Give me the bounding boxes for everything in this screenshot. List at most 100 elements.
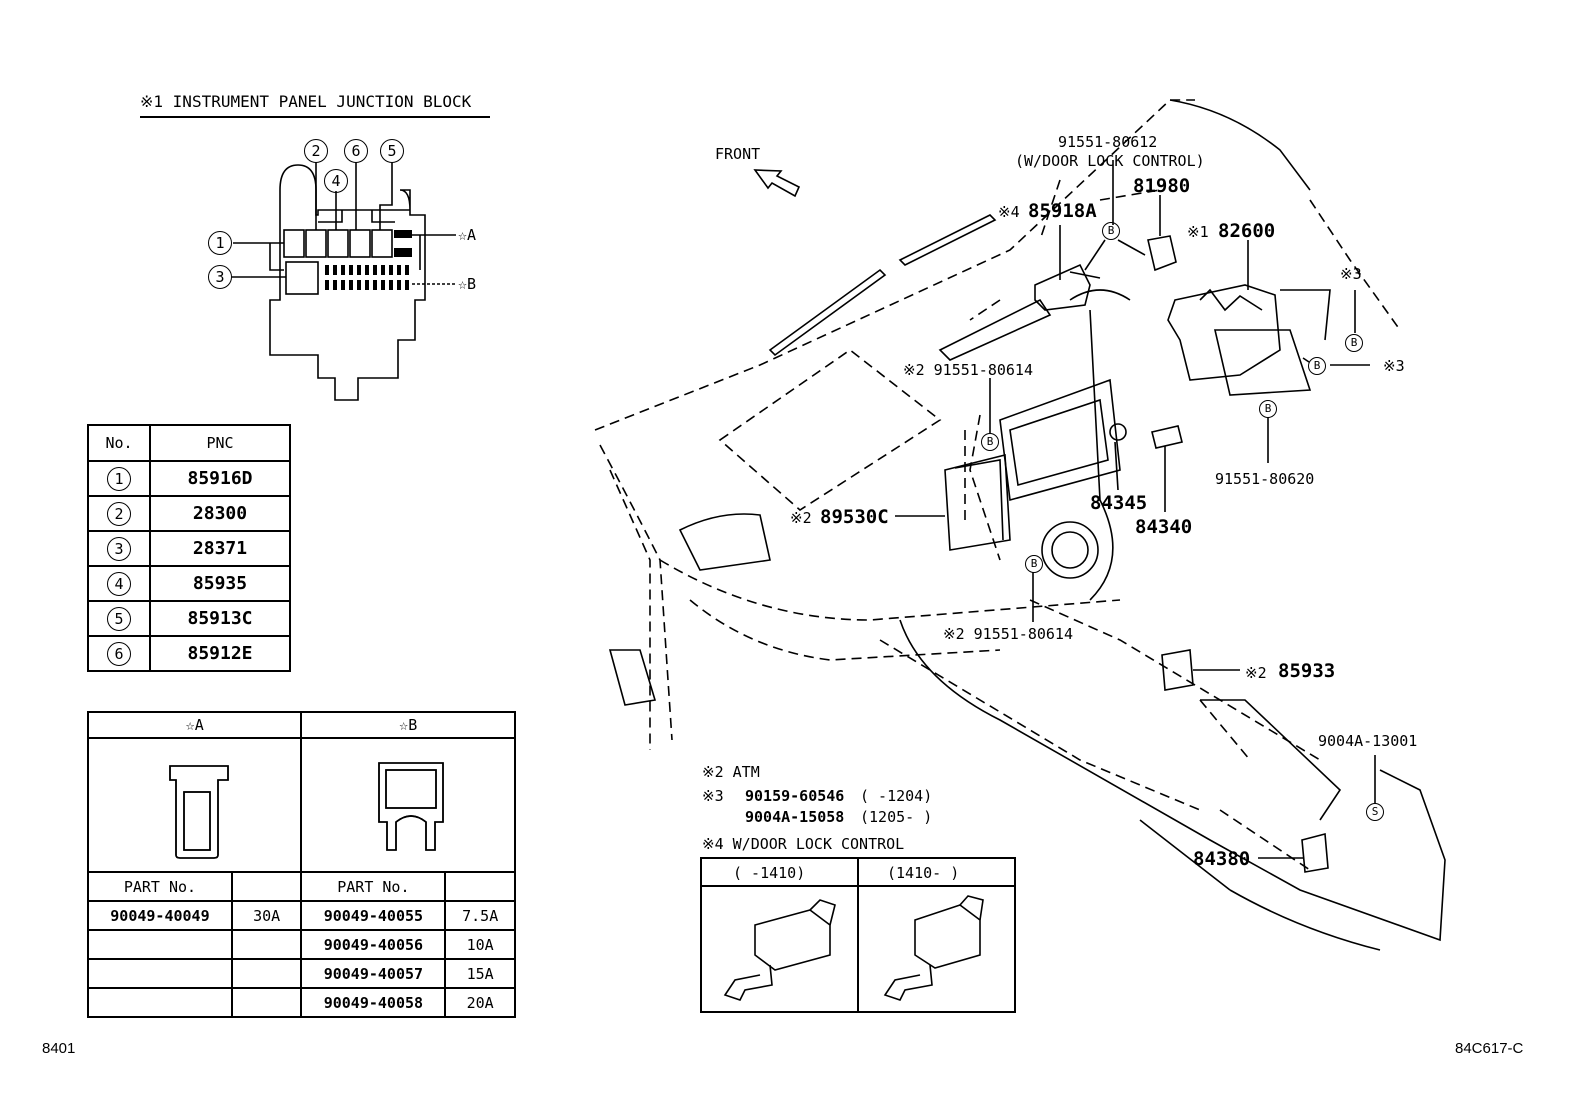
pnc-value: 28371 (149, 530, 291, 567)
fuse-b-part: 90049-40056 (300, 929, 447, 960)
label-9004a-13001: 9004A-13001 (1318, 732, 1418, 750)
label-91551-80612: 91551-80612 (1058, 133, 1158, 151)
note-3b-range: (1205- ) (860, 808, 933, 826)
table-row: 2 28300 (87, 495, 291, 532)
b-circle: B (1308, 357, 1326, 375)
front-label: FRONT (715, 145, 761, 163)
callout-6: 6 (344, 139, 368, 163)
row-number: 1 (107, 466, 131, 491)
fuse-header-a: ☆A (86, 711, 303, 739)
label-91551-80614-top: ※2 91551-80614 (903, 361, 1033, 379)
s-circle: S (1366, 803, 1384, 821)
callout-2: 2 (304, 139, 328, 163)
label-w-door-lock: (W/DOOR LOCK CONTROL) (1015, 152, 1205, 170)
part-84340-shape (1151, 425, 1183, 449)
label-85918a: 85918A (1028, 200, 1097, 222)
pnc-value: 28300 (149, 495, 291, 532)
table-row: 6 85912E (87, 635, 291, 672)
footer-right: 84C617-C (1455, 1040, 1524, 1057)
fuse-b-amp: 7.5A (444, 900, 516, 931)
b-circle: B (1102, 222, 1120, 240)
fuse-b-part: 90049-40055 (300, 900, 447, 931)
fuse-a-amp (230, 929, 303, 960)
label-89530c: 89530C (820, 506, 889, 528)
callout-1: 1 (208, 231, 232, 255)
fuse-b-amp: 20A (444, 987, 516, 1018)
mark-82600: ※1 (1187, 223, 1209, 241)
fuse-a-amp (230, 958, 303, 989)
label-82600: 82600 (1218, 220, 1276, 242)
amp-header-a (230, 871, 303, 902)
fuse-header-b: ☆B (300, 711, 516, 739)
mark-89530c: ※2 (790, 509, 812, 527)
fuse-b-amp: 10A (444, 929, 516, 960)
junction-block-outline (269, 164, 426, 401)
table-row: 4 85935 (87, 565, 291, 602)
star-b-label: ☆B (458, 275, 477, 293)
note-2: ※2 ATM (702, 763, 760, 781)
label-84340: 84340 (1135, 516, 1193, 538)
pnc-value: 85916D (149, 460, 291, 497)
part-89530c-shape (944, 453, 1011, 551)
fuse-a-amp (230, 987, 303, 1018)
note-3a-part: 90159-60546 (745, 787, 845, 805)
fuse-a-part (87, 929, 233, 960)
mark-85933: ※2 (1245, 664, 1267, 682)
note-4: ※4 W/DOOR LOCK CONTROL (702, 835, 905, 853)
note-4-col2: (1410- ) (887, 864, 960, 882)
label-81980: 81980 (1133, 175, 1191, 197)
table-row: 1 85916D (87, 460, 291, 497)
fuse-a-amp: 30A (230, 900, 303, 931)
b-circle: B (1345, 334, 1363, 352)
part-81980-shape (1147, 235, 1177, 272)
mark-3-right: ※3 (1383, 357, 1405, 375)
callout-4: 4 (324, 169, 348, 193)
callout-3: 3 (208, 265, 232, 289)
note-4-col1: ( -1410) (733, 864, 806, 882)
pnc-value: 85935 (149, 565, 291, 602)
b-circle: B (1259, 400, 1277, 418)
fuse-a-part: 90049-40049 (87, 900, 233, 931)
part-85918a-shape (1034, 263, 1091, 311)
part-no-label-b: PART No. (300, 871, 447, 902)
b-circle: B (981, 433, 999, 451)
star-a-label: ☆A (458, 226, 477, 244)
table-row: 3 28371 (87, 530, 291, 567)
row-number: 3 (107, 536, 131, 561)
part-no-label-a: PART No. (87, 871, 233, 902)
pnc-value: 85912E (149, 635, 291, 672)
footer-left: 8401 (42, 1040, 76, 1057)
amp-header-b (444, 871, 516, 902)
note-3-mark: ※3 (702, 787, 724, 805)
mark-3-top: ※3 (1340, 265, 1362, 283)
row-number: 4 (107, 571, 131, 596)
label-84345: 84345 (1090, 492, 1148, 514)
callout-5: 5 (380, 139, 404, 163)
fuse-a-part (87, 987, 233, 1018)
row-number: 6 (107, 641, 131, 666)
label-85933: 85933 (1278, 660, 1336, 682)
fuse-b-image-cell (300, 737, 516, 873)
pnc-header-no: No. (87, 424, 151, 462)
part-85933-shape (1161, 649, 1194, 691)
row-number: 2 (107, 501, 131, 526)
note-3a-range: ( -1204) (860, 787, 933, 805)
row-number: 5 (107, 606, 131, 631)
mark-85918a: ※4 (998, 203, 1020, 221)
front-arrow-icon (753, 169, 801, 198)
part-82600-shape (1167, 284, 1281, 381)
pnc-header-pnc: PNC (149, 424, 291, 462)
fuse-b-part: 90049-40058 (300, 987, 447, 1018)
label-91551-80614-bot: ※2 91551-80614 (943, 625, 1073, 643)
label-84380: 84380 (1193, 848, 1251, 870)
junction-block-title: ※1 INSTRUMENT PANEL JUNCTION BLOCK (140, 92, 472, 111)
note-3b-part: 9004A-15058 (745, 808, 845, 826)
fuse-a-image-cell (86, 737, 303, 873)
